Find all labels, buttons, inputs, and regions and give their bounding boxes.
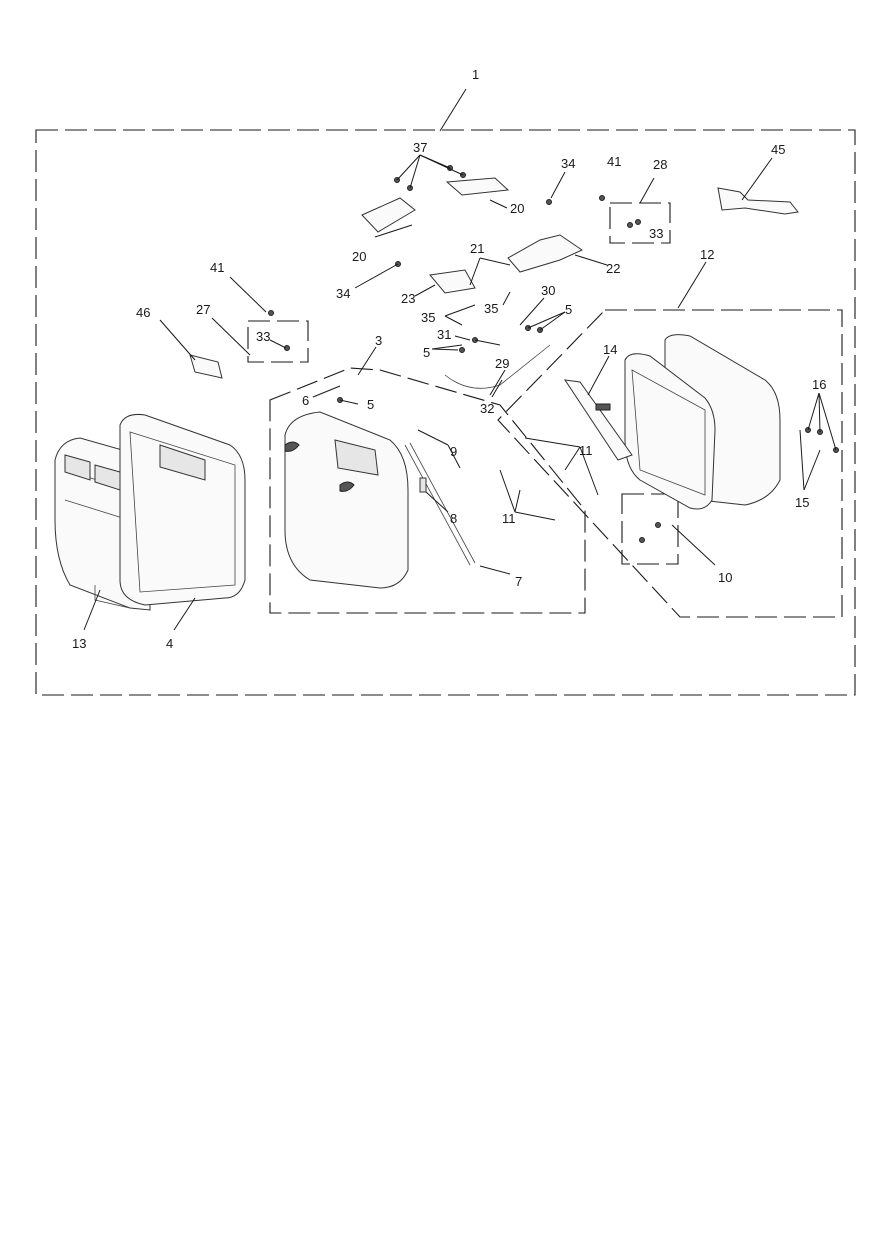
part-45-bracket: [717, 187, 799, 215]
callout-33b: 33: [256, 329, 270, 344]
part-14-hinge: [563, 379, 633, 461]
callout-33a: 33: [649, 226, 663, 241]
group-12-boundary: [497, 309, 843, 618]
callout-35b: 35: [421, 310, 435, 325]
callout-41b: 41: [210, 260, 224, 275]
part-20-handle-a: [361, 197, 416, 233]
callout-34a: 34: [561, 156, 575, 171]
callout-23: 23: [401, 291, 415, 306]
callout-21: 21: [470, 241, 484, 256]
callout-6: 6: [302, 393, 309, 408]
part-12-lid: [624, 334, 781, 510]
callout-37: 37: [413, 140, 427, 155]
callout-12: 12: [700, 247, 714, 262]
callout-28: 28: [653, 157, 667, 172]
assembly-1-boundary: [35, 129, 856, 696]
callout-22: 22: [606, 261, 620, 276]
callout-labels: 1 37 34 41 28 45 20 20 33 21 22 12 41 34…: [72, 67, 826, 651]
callout-29: 29: [495, 356, 509, 371]
callout-10: 10: [718, 570, 732, 585]
callout-5a: 5: [565, 302, 572, 317]
group-3-boundary: [269, 367, 586, 614]
callout-41a: 41: [607, 154, 621, 169]
callout-9: 9: [450, 444, 457, 459]
part-22-handle: [507, 234, 584, 273]
callout-1: 1: [472, 67, 479, 82]
leader-lines: [83, 88, 837, 631]
callout-20b: 20: [352, 249, 366, 264]
callout-11b: 11: [502, 511, 516, 526]
part-8-clip: [419, 477, 427, 493]
callout-8: 8: [450, 511, 457, 526]
callout-46: 46: [136, 305, 150, 320]
callout-20a: 20: [510, 201, 524, 216]
part-46-lock: [189, 354, 223, 379]
part-29-cable: [444, 344, 551, 389]
part-23-latch: [429, 269, 476, 294]
callout-7: 7: [515, 574, 522, 589]
callout-4: 4: [166, 636, 173, 651]
part-7-rail-b: [409, 442, 476, 564]
callout-30: 30: [541, 283, 555, 298]
group-10-boundary: [621, 493, 679, 565]
part-4-frame: [119, 414, 246, 606]
callout-5c: 5: [367, 397, 374, 412]
callout-15: 15: [795, 495, 809, 510]
callout-45: 45: [771, 142, 785, 157]
part-3-pannier-body: [284, 411, 409, 589]
callout-34b: 34: [336, 286, 350, 301]
group-27-boundary: [247, 320, 309, 363]
callout-32: 32: [480, 401, 494, 416]
callout-16: 16: [812, 377, 826, 392]
callout-27: 27: [196, 302, 210, 317]
part-20-handle-b: [445, 177, 510, 196]
callout-31: 31: [437, 327, 451, 342]
callout-14: 14: [603, 342, 617, 357]
callout-3: 3: [375, 333, 382, 348]
part-7-rail: [404, 444, 471, 566]
callout-35a: 35: [484, 301, 498, 316]
callout-5b: 5: [423, 345, 430, 360]
callout-11a: 11: [579, 443, 593, 458]
callout-13: 13: [72, 636, 86, 651]
